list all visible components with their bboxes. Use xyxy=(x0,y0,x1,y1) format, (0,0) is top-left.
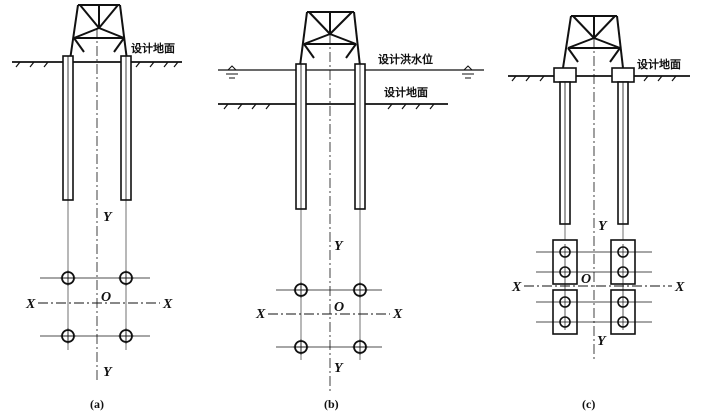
axis-y-bottom-b: Y xyxy=(334,361,344,376)
axis-y-bottom-c: Y xyxy=(597,334,607,349)
axis-y-top-b: Y xyxy=(334,239,344,254)
caption-a: (a) xyxy=(90,397,104,411)
ground-label-c: 设计地面 xyxy=(637,57,681,71)
origin-b: O xyxy=(334,300,344,315)
ground-line-a xyxy=(12,61,182,68)
axis-y-top-c: Y xyxy=(598,219,608,234)
ground-label-a: 设计地面 xyxy=(131,41,175,55)
origin-c: O xyxy=(581,272,591,287)
ground-line-c xyxy=(508,75,690,82)
axis-x-left-b: X xyxy=(255,307,266,322)
axis-x-left-a: X xyxy=(25,297,36,312)
axis-y-bottom-a: Y xyxy=(103,365,113,380)
axis-x-right-b: X xyxy=(392,307,403,322)
origin-a: O xyxy=(101,290,111,305)
panel-b: 设计洪水位 设计地面 Y X O X Y xyxy=(218,11,484,411)
tower-frame-c xyxy=(562,15,624,69)
ground-label-b: 设计地面 xyxy=(384,85,428,99)
flood-label-b: 设计洪水位 xyxy=(378,52,433,66)
axis-x-right-a: X xyxy=(162,297,173,312)
caption-b: (b) xyxy=(324,397,339,411)
caption-c: (c) xyxy=(582,397,595,411)
panel-c: 设计地面 xyxy=(508,15,690,411)
tower-frame-a xyxy=(69,4,128,61)
panel-a: 设计地面 Y X O X Y (a) xyxy=(12,4,182,411)
axis-y-top-a: Y xyxy=(103,210,113,225)
axis-x-right-c: X xyxy=(674,280,685,295)
ground-line-b xyxy=(218,103,448,110)
pile-cap-right-c xyxy=(611,67,635,83)
pile-plan-b xyxy=(294,283,367,354)
axis-x-left-c: X xyxy=(511,280,522,295)
flood-line-b xyxy=(218,65,484,79)
pile-cap-left-c xyxy=(553,67,577,83)
